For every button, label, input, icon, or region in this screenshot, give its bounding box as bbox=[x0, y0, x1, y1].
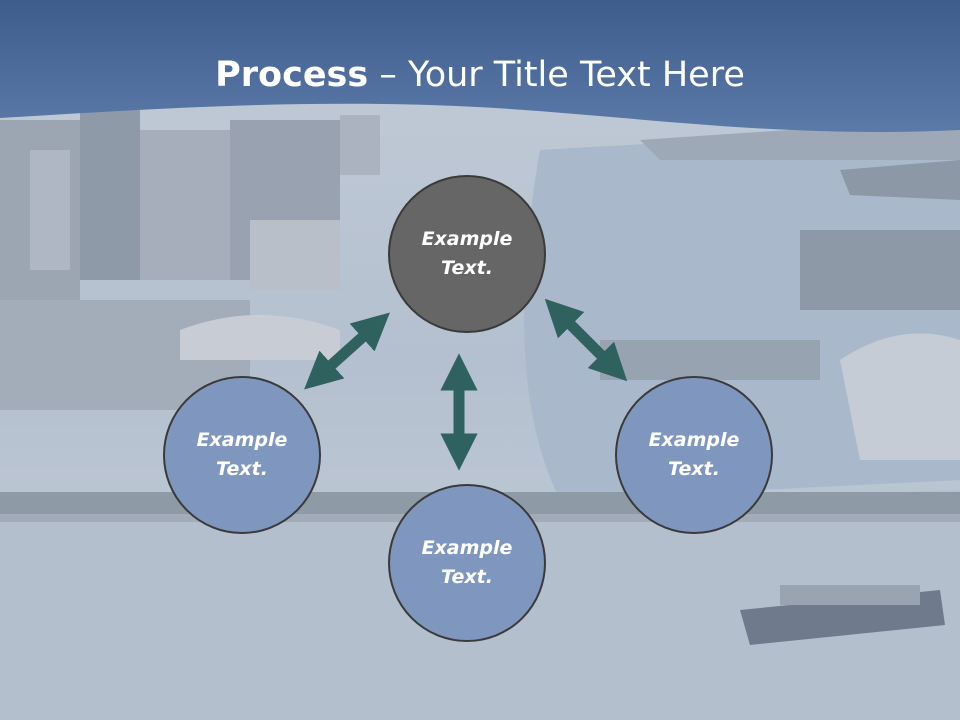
node-label: Example Text. bbox=[421, 537, 513, 588]
node-label: Example Text. bbox=[421, 228, 513, 279]
title-bold: Process bbox=[215, 55, 369, 95]
process-node-bottom[interactable]: Example Text. bbox=[388, 484, 546, 642]
process-node-top[interactable]: Example Text. bbox=[388, 175, 546, 333]
node-label: Example Text. bbox=[196, 429, 288, 480]
process-node-left[interactable]: Example Text. bbox=[163, 376, 321, 534]
slide-title: Process – Your Title Text Here bbox=[0, 50, 960, 100]
arrow-top-left bbox=[304, 312, 390, 390]
arrow-top-right bbox=[544, 298, 628, 382]
node-label: Example Text. bbox=[648, 429, 740, 480]
process-node-right[interactable]: Example Text. bbox=[615, 376, 773, 534]
header-band bbox=[0, 0, 960, 133]
title-rest: – Your Title Text Here bbox=[368, 55, 745, 95]
